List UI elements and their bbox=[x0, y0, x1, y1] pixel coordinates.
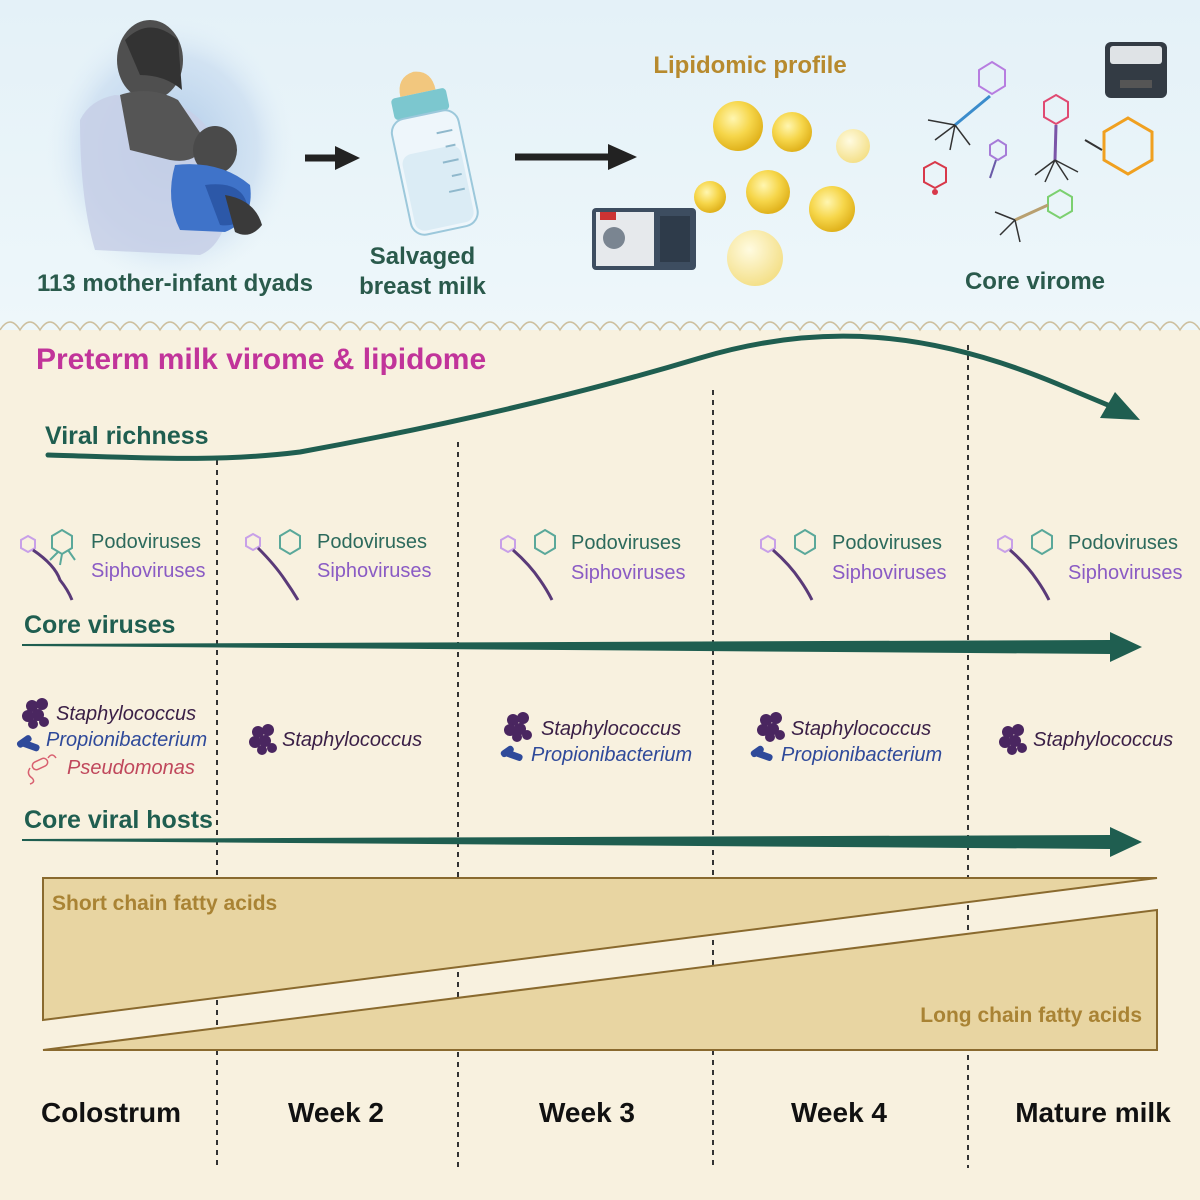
wave-separator bbox=[0, 321, 1200, 332]
propionibacterium-icon bbox=[16, 735, 40, 752]
staphylococcus-icon bbox=[999, 724, 1027, 755]
phage-icon-mature bbox=[997, 528, 1053, 601]
siphoviruses-label-week4: Siphoviruses bbox=[832, 562, 947, 584]
host-label-week3-staphylococcus: Staphylococcus bbox=[541, 718, 682, 740]
propionibacterium-icon bbox=[750, 745, 773, 761]
siphoviruses-label-week3: Siphoviruses bbox=[571, 562, 686, 584]
host-label-week4-staphylococcus: Staphylococcus bbox=[791, 718, 932, 740]
viral-richness-curve bbox=[45, 333, 1118, 461]
core-virome-phages bbox=[923, 60, 1154, 243]
baby-bottle-icon bbox=[390, 71, 479, 236]
host-label-colostrum-pseudomonas: Pseudomonas bbox=[67, 757, 195, 779]
timepoint-label-colostrum: Colostrum bbox=[41, 1097, 181, 1128]
lipid-droplet-icon bbox=[809, 186, 855, 232]
podoviruses-label-mature: Podoviruses bbox=[1068, 532, 1179, 554]
salvaged-milk-label: Salvaged breast milk bbox=[359, 243, 486, 300]
lipid-droplet-icon bbox=[713, 101, 763, 151]
viral-richness-arrowhead bbox=[1100, 392, 1140, 420]
core-viral-hosts-arrow bbox=[22, 827, 1142, 857]
host-label-mature-staphylococcus: Staphylococcus bbox=[1033, 729, 1174, 751]
timepoint-label-week4: Week 4 bbox=[791, 1097, 887, 1128]
arrow-right-icon bbox=[305, 146, 360, 170]
dyads-label: 113 mother-infant dyads bbox=[36, 270, 314, 297]
core-virome-label: Core virome bbox=[964, 268, 1106, 295]
bacteriophage-icon bbox=[1034, 93, 1079, 183]
propionibacterium-icon bbox=[500, 745, 523, 761]
core-viral-hosts-label: Core viral hosts bbox=[24, 806, 213, 834]
host-label-week3-propionibacterium: Propionibacterium bbox=[531, 744, 693, 766]
mother-breastfeeding-icon bbox=[45, 15, 295, 285]
host-label-colostrum-propionibacterium: Propionibacterium bbox=[46, 729, 208, 751]
bacteriophage-icon bbox=[927, 60, 1006, 151]
phage-icon-week3 bbox=[500, 528, 556, 601]
short-chain-wedge bbox=[42, 877, 1158, 1022]
timepoint-label-week3: Week 3 bbox=[539, 1097, 635, 1128]
host-label-week4-propionibacterium: Propionibacterium bbox=[781, 744, 943, 766]
phage-icon-colostrum bbox=[20, 528, 76, 601]
staphylococcus-icon bbox=[22, 698, 49, 729]
lipidomic-profile-label: Lipidomic profile bbox=[653, 52, 847, 79]
staphylococcus-icon bbox=[249, 724, 277, 755]
host-label-week2-staphylococcus: Staphylococcus bbox=[282, 729, 423, 751]
phage-icon-week2 bbox=[245, 528, 301, 601]
short-chain-fatty-acids-label: Short chain fatty acids bbox=[52, 892, 278, 915]
siphoviruses-label-week2: Siphoviruses bbox=[317, 560, 432, 582]
podoviruses-label-colostrum: Podoviruses bbox=[91, 531, 202, 553]
staphylococcus-icon bbox=[757, 712, 785, 742]
timepoint-label-week2: Week 2 bbox=[288, 1097, 384, 1128]
lipid-droplets bbox=[694, 101, 870, 286]
core-viruses-label: Core viruses bbox=[24, 611, 176, 639]
phage-icon-week4 bbox=[760, 528, 816, 601]
lipid-droplet-icon bbox=[836, 129, 870, 163]
lipid-droplet-icon bbox=[746, 170, 790, 214]
bacteriophage-icon bbox=[994, 188, 1073, 243]
podoviruses-label-week2: Podoviruses bbox=[317, 531, 428, 553]
siphoviruses-label-colostrum: Siphoviruses bbox=[91, 560, 206, 582]
staphylococcus-icon bbox=[504, 712, 532, 742]
sequencer-icon bbox=[1105, 42, 1167, 98]
pseudomonas-icon bbox=[27, 754, 57, 785]
bacteriophage-icon bbox=[989, 138, 1007, 179]
podoviruses-label-week3: Podoviruses bbox=[571, 532, 682, 554]
lipid-droplet-icon bbox=[772, 112, 812, 152]
main-title: Preterm milk virome & lipidome bbox=[36, 343, 487, 376]
long-chain-wedge bbox=[42, 908, 1158, 1051]
timepoint-label-mature-milk: Mature milk bbox=[1015, 1097, 1171, 1128]
core-viruses-arrow bbox=[22, 632, 1142, 662]
bacteriophage-icon bbox=[1084, 116, 1154, 176]
arrow-right-icon bbox=[515, 144, 637, 170]
host-label-colostrum-staphylococcus: Staphylococcus bbox=[56, 703, 197, 725]
viral-richness-label: Viral richness bbox=[45, 422, 209, 450]
podoviruses-label-week4: Podoviruses bbox=[832, 532, 943, 554]
bacteriophage-icon bbox=[923, 160, 947, 195]
lipid-droplet-icon bbox=[727, 230, 783, 286]
lipid-droplet-icon bbox=[694, 181, 726, 213]
siphoviruses-label-mature: Siphoviruses bbox=[1068, 562, 1183, 584]
mass-spectrometer-icon bbox=[592, 208, 696, 270]
long-chain-fatty-acids-label: Long chain fatty acids bbox=[920, 1004, 1142, 1027]
